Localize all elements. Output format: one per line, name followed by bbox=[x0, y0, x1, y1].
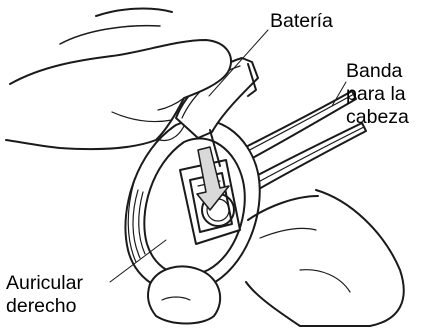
headband-label-line-2: para la bbox=[346, 84, 406, 105]
headband-label-line-1: Banda bbox=[346, 61, 402, 82]
right-earpiece-label-line-1: Auricular bbox=[6, 273, 83, 294]
battery-label: Batería bbox=[270, 11, 333, 32]
headband-label-line-3: cabeza bbox=[346, 107, 409, 128]
right-earpiece-label-line-2: derecho bbox=[6, 296, 76, 317]
